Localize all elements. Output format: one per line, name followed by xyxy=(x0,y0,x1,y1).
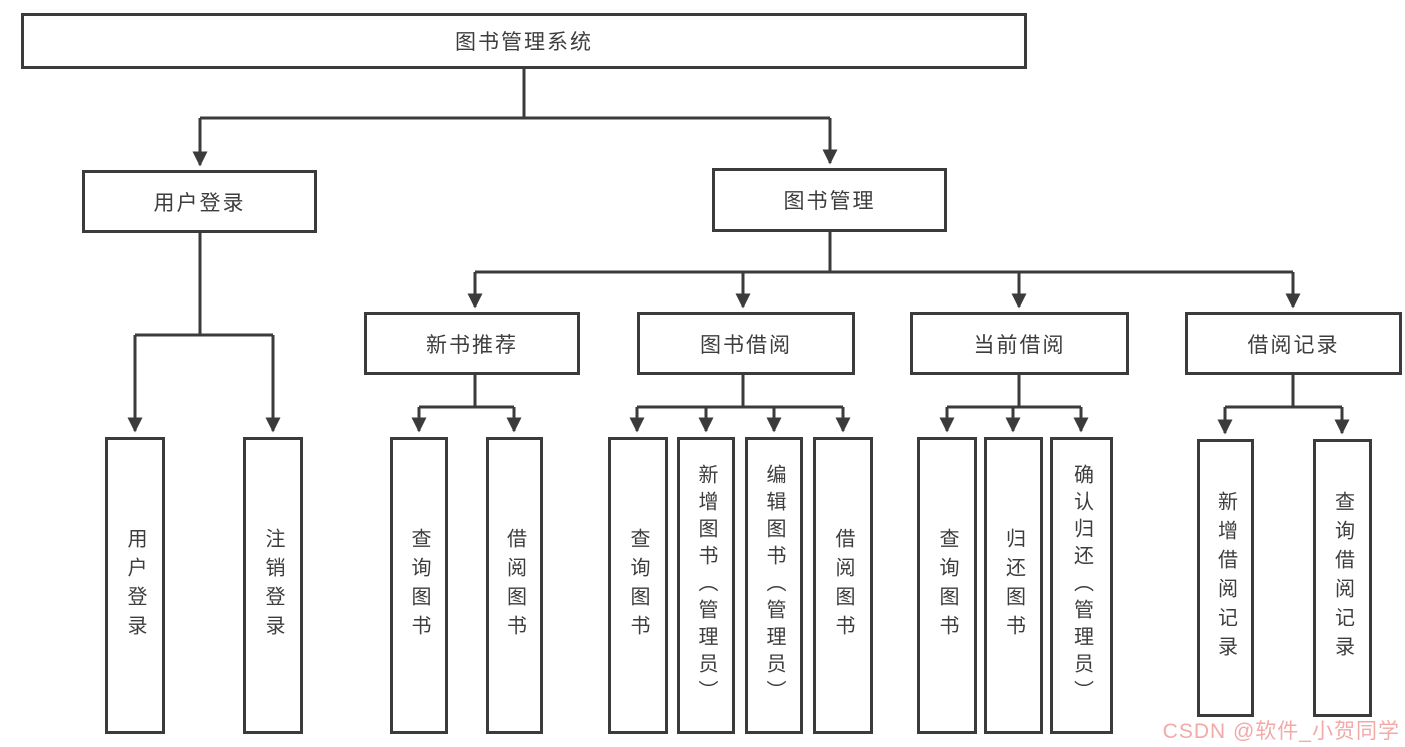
node-current-borrow-label: 当前借阅 xyxy=(973,333,1066,357)
leaf-label: 查询图书 xyxy=(627,527,649,644)
node-user-login-label: 用户登录 xyxy=(153,191,246,215)
leaf-query-books-current: 查询图书 xyxy=(917,437,977,734)
node-book-borrow: 图书借阅 xyxy=(637,312,855,375)
leaf-borrow-books-recommend: 借阅图书 xyxy=(486,437,543,734)
leaf-label: 新增图书（管理员） xyxy=(695,464,717,707)
leaf-return-books: 归还图书 xyxy=(984,437,1043,734)
leaf-borrow-books: 借阅图书 xyxy=(813,437,873,734)
leaf-add-borrow-record: 新增借阅记录 xyxy=(1197,439,1254,717)
node-new-book-recommend: 新书推荐 xyxy=(364,312,580,375)
leaf-query-books-recommend: 查询图书 xyxy=(390,437,448,734)
leaf-logout-label: 注销登录 xyxy=(262,527,284,644)
node-book-mgmt: 图书管理 xyxy=(712,168,947,232)
leaf-label: 编辑图书（管理员） xyxy=(763,464,785,707)
leaf-user-login-label: 用户登录 xyxy=(124,527,146,644)
node-book-mgmt-label: 图书管理 xyxy=(783,190,876,213)
leaf-edit-books-admin: 编辑图书（管理员） xyxy=(745,437,803,734)
leaf-label: 新增借阅记录 xyxy=(1214,491,1237,665)
node-borrow-records-label: 借阅记录 xyxy=(1247,333,1340,357)
leaf-query-books-borrow: 查询图书 xyxy=(608,437,668,734)
csdn-watermark: CSDN @软件_小贺同学 xyxy=(1162,720,1400,743)
leaf-label: 确认归还（管理员） xyxy=(1070,464,1093,707)
leaf-label: 归还图书 xyxy=(1002,527,1025,644)
leaf-label: 查询图书 xyxy=(936,527,958,644)
leaf-logout: 注销登录 xyxy=(243,437,303,734)
node-user-login: 用户登录 xyxy=(82,170,317,233)
node-book-borrow-label: 图书借阅 xyxy=(700,333,792,357)
leaf-query-borrow-record: 查询借阅记录 xyxy=(1313,439,1372,717)
leaf-label: 借阅图书 xyxy=(832,527,854,644)
node-root-label: 图书管理系统 xyxy=(455,31,593,54)
node-borrow-records: 借阅记录 xyxy=(1185,312,1402,375)
leaf-label: 查询借阅记录 xyxy=(1331,491,1354,665)
leaf-add-books-admin: 新增图书（管理员） xyxy=(677,437,735,734)
leaf-label: 借阅图书 xyxy=(503,527,526,644)
node-new-book-recommend-label: 新书推荐 xyxy=(426,333,518,357)
node-root: 图书管理系统 xyxy=(21,13,1027,69)
node-current-borrow: 当前借阅 xyxy=(910,312,1129,375)
leaf-user-login: 用户登录 xyxy=(105,437,165,734)
leaf-label: 查询图书 xyxy=(408,527,430,644)
leaf-confirm-return-admin: 确认归还（管理员） xyxy=(1050,437,1113,734)
